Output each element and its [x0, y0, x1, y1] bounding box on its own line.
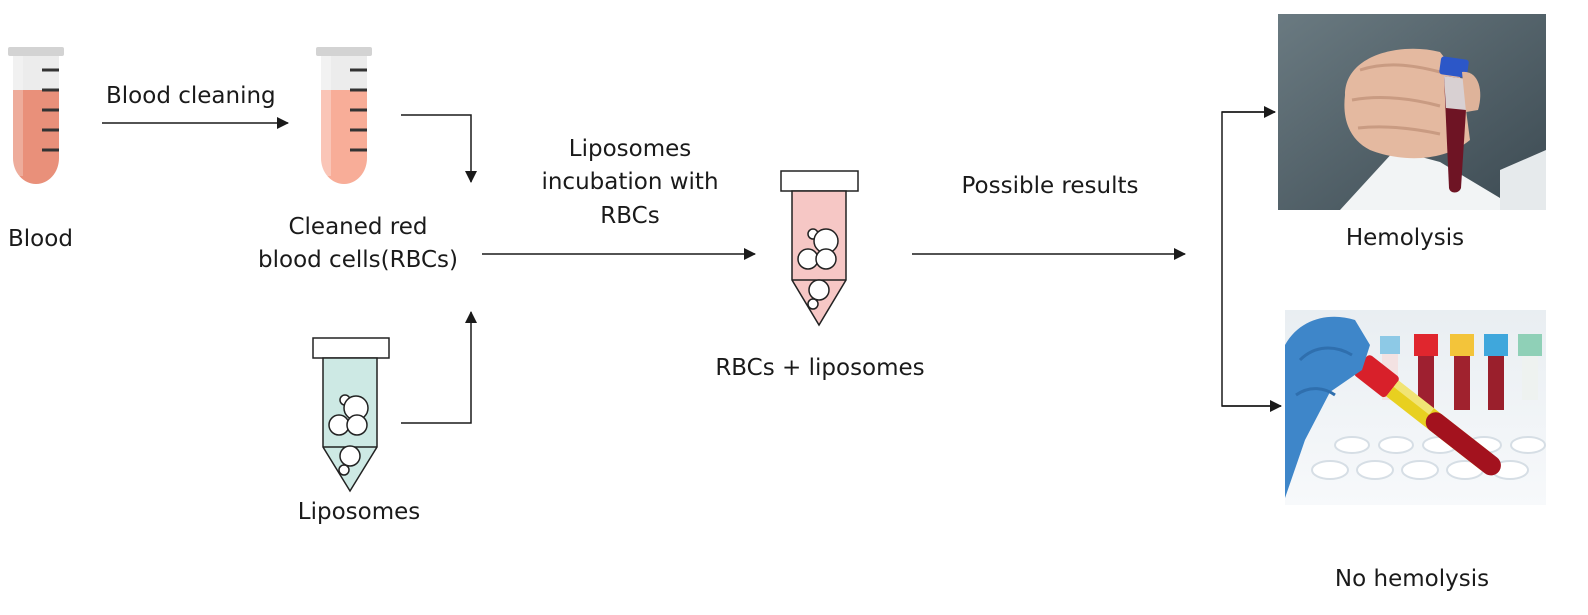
mixture-tube-icon [780, 170, 859, 327]
label-mixture: RBCs + liposomes [715, 355, 925, 381]
no-hemolysis-photo [1285, 310, 1546, 505]
label-incubation-line3: RBCs [600, 202, 660, 229]
label-blood: Blood [8, 226, 73, 252]
label-cleaned-rbc-line1: Cleaned red [288, 214, 428, 240]
label-cleaned-rbc-line2: blood cells(RBCs) [258, 247, 458, 274]
label-incubation-line1: Liposomes [568, 136, 692, 162]
hemolysis-photo [1278, 14, 1546, 210]
liposome-up-arrow [401, 311, 477, 424]
label-incubation: Liposomes incubation with RBCs [510, 133, 750, 233]
label-no-hemolysis: No hemolysis [1334, 566, 1490, 592]
cleaned-rbc-tube-icon [316, 47, 372, 184]
branch-arrows [1221, 111, 1281, 407]
label-blood-cleaning: Blood cleaning [106, 83, 276, 109]
label-hemolysis: Hemolysis [1345, 225, 1465, 251]
rbc-down-arrow [401, 114, 477, 183]
label-liposomes: Liposomes [297, 499, 421, 525]
label-possible-results: Possible results [961, 173, 1139, 199]
label-incubation-line2: incubation with [541, 169, 719, 196]
liposome-tube-icon [312, 337, 390, 493]
blood-tube-icon [8, 47, 64, 184]
label-cleaned-rbc: Cleaned red blood cells(RBCs) [236, 211, 480, 278]
